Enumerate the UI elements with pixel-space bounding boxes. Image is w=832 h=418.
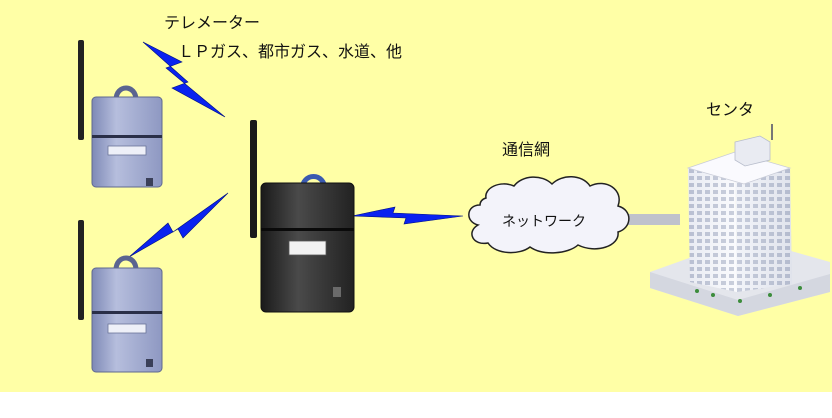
antenna-icon	[78, 220, 84, 320]
concentrator-device	[250, 120, 355, 313]
network-to-center-link	[618, 214, 680, 225]
antenna-icon	[78, 40, 84, 140]
telemeter-title-label: テレメーター	[164, 13, 261, 32]
antenna-icon	[250, 120, 257, 238]
lightning-bolt-network-icon	[351, 206, 464, 225]
center-building-icon	[650, 124, 830, 316]
network-label: 通信網	[502, 140, 551, 159]
network-cloud-icon	[468, 176, 630, 254]
telemeter-device-upper	[78, 40, 163, 188]
telemeter-device-lower	[78, 220, 163, 373]
lightning-bolt-lower-icon	[128, 192, 229, 258]
telemeter-types-label: ＬＰガス、都市ガス、水道、他	[178, 42, 403, 61]
center-label: センタ	[706, 100, 755, 119]
cloud-label: ネットワーク	[502, 214, 586, 230]
lightning-bolt-upper-icon	[142, 41, 226, 118]
